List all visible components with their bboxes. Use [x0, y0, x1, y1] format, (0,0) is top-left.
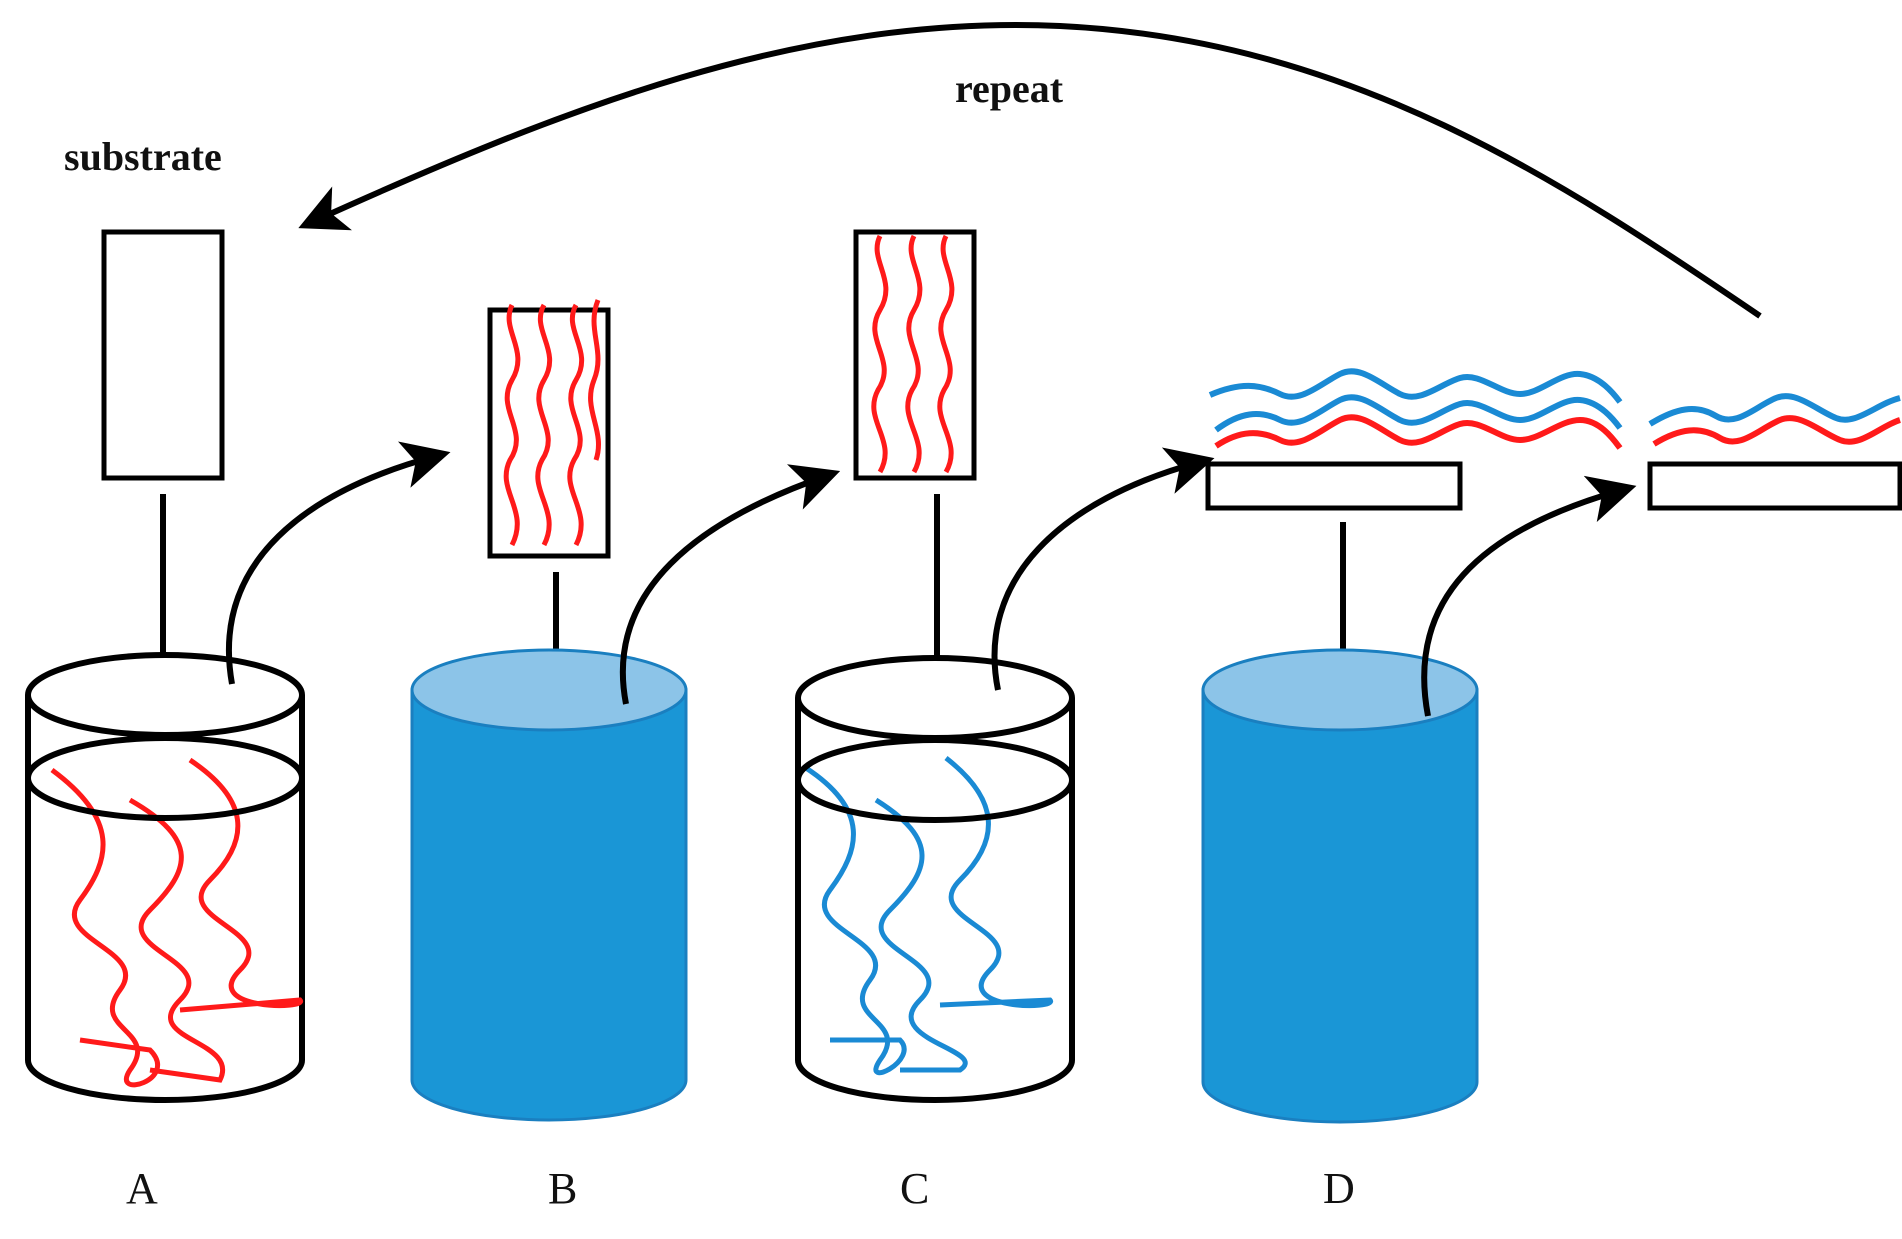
step-label-b: B: [548, 1164, 577, 1213]
step-label-d: D: [1323, 1164, 1355, 1213]
beaker-b-rinse: [410, 648, 688, 1122]
bilayer-d-polyanion-2: [1208, 368, 1623, 404]
arrow-up-d-to-final: [1421, 475, 1637, 717]
substrate-slide-bare: [101, 229, 225, 481]
beaker-c-polyanion: [795, 655, 1075, 1103]
repeat-label: repeat: [955, 66, 1064, 111]
substrate-bilayer-d: [1205, 368, 1623, 511]
substrate-final-coated: [1647, 393, 1902, 511]
arrow-up-a-to-b: [225, 441, 451, 685]
arrow-up-c-to-d: [991, 447, 1215, 691]
beaker-d-rinse: [1201, 648, 1479, 1124]
substrate-slide-coated-b: [487, 299, 611, 559]
bilayer-d-polyanion-1: [1214, 394, 1623, 433]
arrow-up-b-to-c: [619, 464, 841, 705]
polyanion-chains-solution: [804, 756, 1053, 1076]
substrate-label: substrate: [64, 134, 222, 179]
repeat-arrow: [298, 22, 1762, 319]
substrate-slide-coated-c: [853, 229, 977, 481]
polycation-chains-solution: [50, 757, 303, 1088]
step-label-a: A: [126, 1164, 158, 1213]
final-polyanion: [1648, 393, 1901, 427]
bilayer-d-polycation: [1214, 414, 1623, 450]
final-polycation: [1652, 415, 1902, 447]
beaker-a-polycation: [25, 652, 305, 1103]
step-label-c: C: [900, 1164, 929, 1213]
